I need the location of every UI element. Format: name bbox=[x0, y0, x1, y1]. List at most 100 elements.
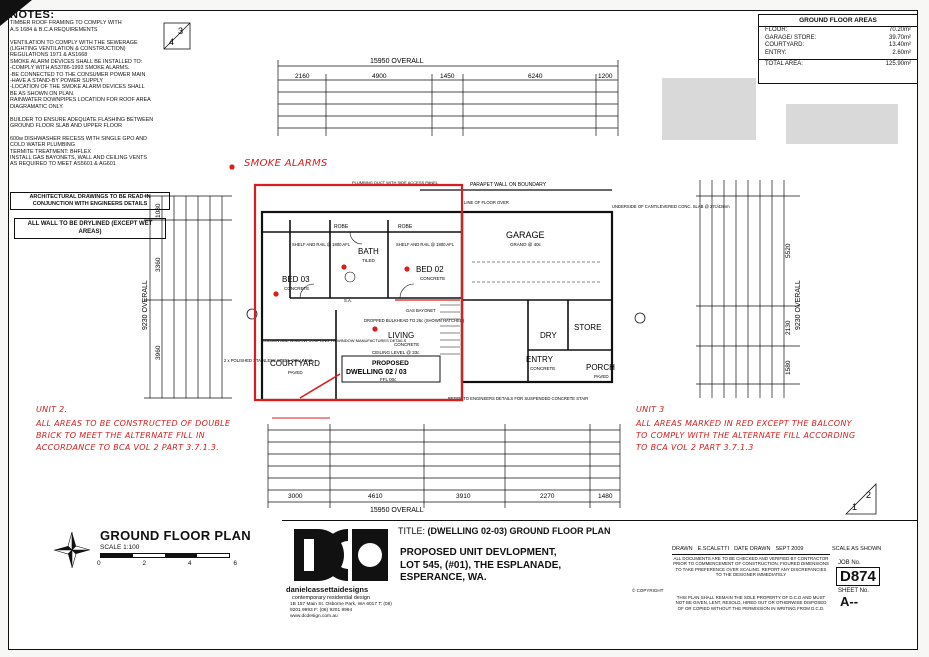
top-dim-1: 2160 bbox=[295, 73, 310, 80]
areas-row-value: 2.60m² bbox=[892, 49, 911, 56]
areas-total-row: TOTAL AREA: 125.90m² bbox=[759, 59, 917, 69]
areas-row: FLOOR: 70.20m² bbox=[759, 27, 917, 35]
redacted-box-1 bbox=[662, 78, 756, 140]
top-dim-2: 4900 bbox=[372, 73, 387, 80]
corner-num-top-b: 3 bbox=[178, 26, 183, 36]
notes-line: 600w DISHWASHER RECESS WITH SINGLE GPO A… bbox=[10, 135, 147, 142]
copyright-label: © COPYRIGHT bbox=[632, 588, 664, 593]
red-markup-boundary bbox=[253, 183, 464, 402]
store-label: STORE bbox=[574, 323, 601, 332]
section-marker-right bbox=[634, 312, 646, 324]
dwelling-ffl: FFL 00c bbox=[380, 377, 397, 382]
scale-meta: SCALE AS SHOWN bbox=[832, 546, 916, 552]
notes-line: -HAVE A STAND-BY POWER SUPPLY bbox=[10, 78, 104, 85]
date-value: SEPT 2009 bbox=[775, 546, 804, 552]
notes-line: INSTALL GAS BAYONETS, WALL AND CEILING V… bbox=[10, 154, 147, 161]
dwelling-box bbox=[341, 355, 441, 383]
corner-num-bottom-a: 1 bbox=[852, 502, 857, 512]
notes-block: NOTES: TIMBER ROOF FRAMING TO COMPLY WIT… bbox=[10, 9, 170, 192]
dcd-logo bbox=[288, 525, 393, 585]
architectural-note: ARCHITECTURAL DRAWINGS TO BE READ IN CON… bbox=[10, 192, 170, 210]
polished-columns-note: 2 x POLISHED STAINLESS STEEL COLUMNS bbox=[224, 358, 312, 363]
notes-line: GROUND FLOOR SLAB AND UPPER FLOOR bbox=[10, 122, 123, 129]
red-markup-slash bbox=[299, 373, 341, 399]
living-label: LIVING bbox=[388, 331, 414, 340]
areas-row: COURTYARD: 13.40m² bbox=[759, 42, 917, 50]
sheet-number: A-- bbox=[840, 594, 859, 609]
areas-row: GARAGE/ STORE:39.70m² bbox=[759, 35, 917, 43]
plan-scale: SCALE 1:100 bbox=[100, 544, 140, 551]
robe-label-1: ROBE bbox=[334, 224, 349, 230]
smoke-alarm-dot-2 bbox=[404, 266, 410, 272]
redacted-box-2 bbox=[786, 104, 898, 144]
dimension-lines-left bbox=[144, 195, 232, 399]
left-overall-dimension: 9230 OVERALL bbox=[142, 280, 149, 330]
smoke-alarms-handwritten: SMOKE ALARMS bbox=[244, 158, 328, 169]
corner-num-bottom-b: 2 bbox=[866, 490, 871, 500]
title-block bbox=[282, 520, 918, 651]
scale-meta-value: AS SHOWN bbox=[851, 546, 882, 552]
areas-total-label: TOTAL AREA: bbox=[765, 61, 803, 67]
bottom-dim-5: 1480 bbox=[598, 493, 613, 500]
unit3-note: ALL AREAS MARKED IN RED EXCEPT THE BALCO… bbox=[636, 419, 856, 452]
notes-line: -LOCATION OF THE SMOKE ALARM DEVICES SHA… bbox=[10, 84, 145, 91]
engineers-stair-note: REFER TO ENGINEERS DETAILS FOR SUSPENDED… bbox=[448, 396, 588, 401]
garage-sub: GRANO @ 40c bbox=[510, 242, 542, 247]
corner-mark bbox=[0, 0, 32, 26]
dwelling-prefix: PROPOSED bbox=[372, 360, 409, 367]
bottom-dim-1: 3000 bbox=[288, 493, 303, 500]
brand-address: 1B 157 Main St. Osborne Park, WA 6017 T:… bbox=[290, 602, 392, 619]
garage-label: GARAGE bbox=[506, 230, 545, 240]
project-line-2: LOT 545, (#01), THE ESPLANADE, bbox=[400, 559, 562, 571]
plumbing-note: PLUMBING DUCT WITH SIDE ACCESS PANEL bbox=[352, 180, 439, 185]
title-prefix: TITLE: bbox=[398, 526, 426, 536]
dimension-lines-top bbox=[277, 60, 619, 136]
bottom-overall-dimension: 15950 OVERALL bbox=[370, 507, 424, 514]
porch-label: PORCH bbox=[586, 363, 615, 372]
entry-label: ENTRY bbox=[526, 355, 554, 364]
dropped-bulkhead-note: DROPPED BULKHEAD TO 26c (SHOWN HATCHED) bbox=[364, 318, 465, 323]
notes-line: SMOKE ALARM DEVICES SHALL BE INSTALLED T… bbox=[10, 58, 143, 65]
column-window-note: COLUMN AND WINDOW COUPLING TO WINDOW MAN… bbox=[262, 338, 407, 343]
job-label: JOB No. bbox=[838, 560, 861, 566]
areas-row-value: 13.40m² bbox=[888, 42, 911, 48]
brand-tagline: contemporary residential design bbox=[292, 595, 370, 601]
project-address: PROPOSED UNIT DEVLOPMENT, LOT 545, (#01)… bbox=[400, 547, 561, 585]
plan-title: GROUND FLOOR PLAN bbox=[100, 528, 251, 543]
notes-line: VENTILATION TO COMPLY WITH THE SEWERAGE bbox=[10, 39, 138, 46]
bottom-dim-3: 3910 bbox=[456, 493, 471, 500]
notes-line: REGULATIONS 1971 & AS1668 bbox=[10, 52, 88, 59]
bottom-dim-2: 4610 bbox=[368, 493, 383, 500]
disclaimer-1: ALL DOCUMENTS ARE TO BE CHECKED AND VERI… bbox=[673, 556, 829, 578]
areas-title: GROUND FLOOR AREAS bbox=[759, 15, 917, 27]
areas-row-label: FLOOR: bbox=[765, 27, 788, 33]
areas-row-label: COURTYARD: bbox=[765, 42, 805, 48]
scale-numbers: 0 2 4 6 bbox=[97, 560, 237, 567]
notes-line: RAINWATER DOWNPIPES LOCATION FOR ROOF AR… bbox=[10, 97, 151, 104]
top-dim-5: 1200 bbox=[598, 73, 613, 80]
porch-sub: PAVED bbox=[594, 374, 609, 379]
right-dim-1: 5520 bbox=[785, 243, 792, 258]
notes-heading: NOTES: bbox=[10, 9, 55, 21]
shelf-rail-note-1: SHELF AND RAIL @ 1800 AFL bbox=[292, 242, 351, 247]
brand-name: danielcassettaidesigns bbox=[286, 585, 369, 594]
notes-line: -BE CONNECTED TO THE CONSUMER POWER MAIN bbox=[10, 71, 146, 78]
scale-num-2: 2 bbox=[142, 560, 147, 567]
scale-num-6: 6 bbox=[233, 560, 237, 567]
notes-line: TIMBER ROOF FRAMING TO COMPLY WITH bbox=[10, 20, 122, 27]
sheet-ref-triangle-top: 4 3 bbox=[163, 22, 191, 50]
drawing-meta: DRAWN E.SCALETTI DATE DRAWN SEPT 2009 bbox=[672, 546, 830, 555]
right-dim-2: 2130 bbox=[785, 320, 792, 335]
left-dim-2: 3360 bbox=[155, 257, 162, 272]
areas-row-value: 70.20m² bbox=[888, 27, 911, 33]
ceiling-level: CEILING LEVEL @ 33c bbox=[372, 350, 420, 355]
bottom-dim-4: 2270 bbox=[540, 493, 555, 500]
line-of-floor-over: LINE OF FLOOR OVER bbox=[464, 200, 509, 205]
notes-line: DIAGRAMATIC ONLY. bbox=[10, 103, 64, 110]
underside-note-right: UNDERSIDE OF CANTILEVERED CONC. SLAB @ 2… bbox=[612, 204, 730, 209]
drawn-value: E.SCALETTI bbox=[697, 546, 730, 552]
bed2-label: BED 02 bbox=[416, 265, 444, 274]
unit3-title: UNIT 3 bbox=[636, 405, 665, 414]
top-dim-3: 1450 bbox=[440, 73, 455, 80]
